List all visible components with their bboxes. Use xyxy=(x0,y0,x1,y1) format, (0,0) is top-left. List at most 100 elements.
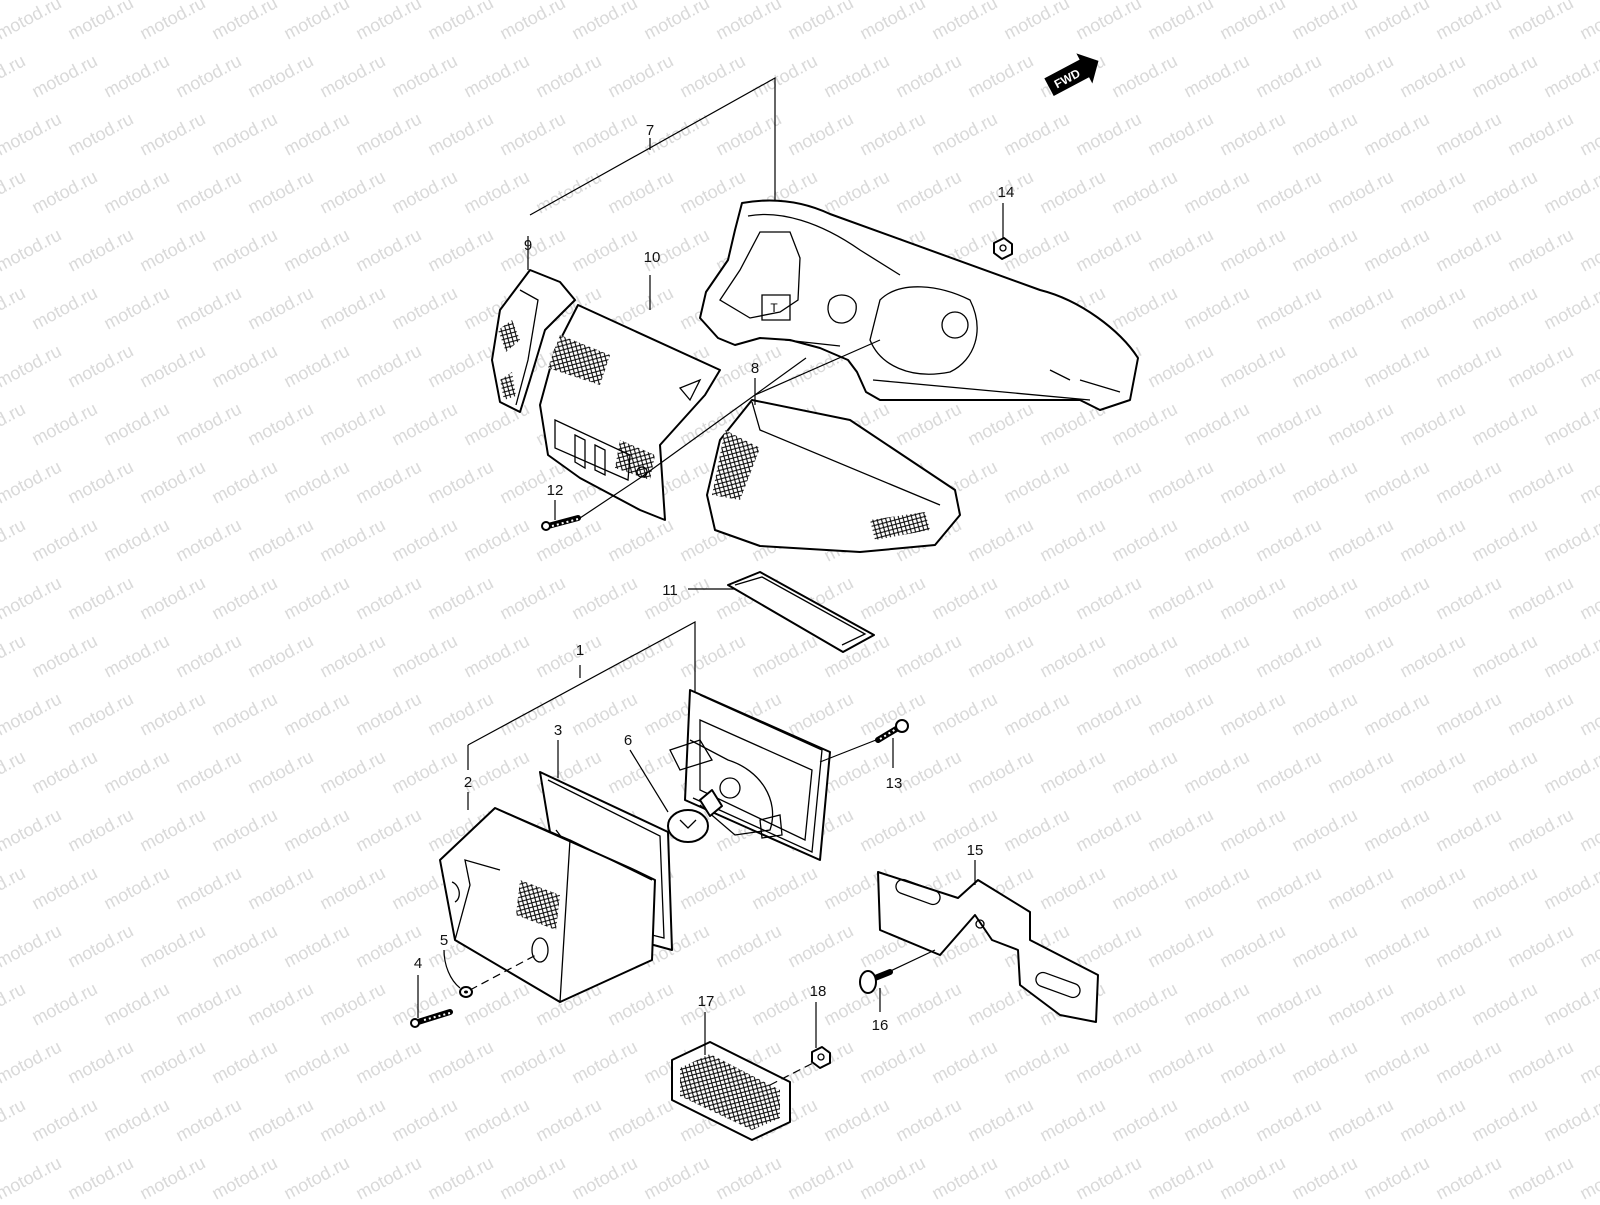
watermark-text: motod.ru xyxy=(1540,283,1600,334)
watermark-text: motod.ru xyxy=(1180,283,1252,334)
watermark-text: motod.ru xyxy=(748,51,820,102)
watermark-text: motod.ru xyxy=(0,457,65,508)
watermark-text: motod.ru xyxy=(1432,1037,1504,1088)
watermark-text: motod.ru xyxy=(0,747,29,798)
callout-1: 1 xyxy=(576,642,584,659)
watermark-text: motod.ru xyxy=(1576,805,1600,856)
watermark-text: motod.ru xyxy=(0,573,65,624)
watermark-text: motod.ru xyxy=(892,167,964,218)
watermark-text: motod.ru xyxy=(0,341,65,392)
watermark-text: motod.ru xyxy=(1000,573,1072,624)
watermark-text: motod.ru xyxy=(1216,805,1288,856)
watermark-text: motod.ru xyxy=(280,0,352,44)
watermark-text: motod.ru xyxy=(1108,1095,1180,1146)
watermark-text: motod.ru xyxy=(460,979,532,1030)
watermark-text: motod.ru xyxy=(1360,341,1432,392)
watermark-text: motod.ru xyxy=(388,1095,460,1146)
watermark-text: motod.ru xyxy=(892,51,964,102)
watermark-text: motod.ru xyxy=(1360,225,1432,276)
watermark-text: motod.ru xyxy=(712,0,784,44)
watermark-text: motod.ru xyxy=(0,283,29,334)
watermark-text: motod.ru xyxy=(352,109,424,160)
watermark-text: motod.ru xyxy=(28,399,100,450)
washer-part-5 xyxy=(459,986,473,998)
watermark-text: motod.ru xyxy=(28,631,100,682)
watermark-text: motod.ru xyxy=(1396,51,1468,102)
watermark-text: motod.ru xyxy=(1468,747,1540,798)
watermark-text: motod.ru xyxy=(1144,109,1216,160)
watermark-text: motod.ru xyxy=(388,631,460,682)
watermark-text: motod.ru xyxy=(1216,341,1288,392)
watermark-text: motod.ru xyxy=(1576,1153,1600,1200)
watermark-text: motod.ru xyxy=(856,1153,928,1200)
watermark-text: motod.ru xyxy=(964,1095,1036,1146)
watermark-text: motod.ru xyxy=(820,1095,892,1146)
watermark-text: motod.ru xyxy=(1324,747,1396,798)
watermark-text: motod.ru xyxy=(1576,1037,1600,1088)
watermark-text: motod.ru xyxy=(424,0,496,44)
watermark-text: motod.ru xyxy=(1108,979,1180,1030)
watermark-text: motod.ru xyxy=(1252,399,1324,450)
watermark-text: motod.ru xyxy=(784,921,856,972)
watermark-text: motod.ru xyxy=(676,167,748,218)
watermark-text: motod.ru xyxy=(856,1037,928,1088)
watermark-text: motod.ru xyxy=(136,341,208,392)
watermark-text: motod.ru xyxy=(316,863,388,914)
watermark-text: motod.ru xyxy=(1468,1095,1540,1146)
watermark-text: motod.ru xyxy=(784,1153,856,1200)
watermark-text: motod.ru xyxy=(1396,631,1468,682)
watermark-text: motod.ru xyxy=(784,109,856,160)
watermark-text: motod.ru xyxy=(1576,573,1600,624)
callout-8: 8 xyxy=(751,360,759,377)
watermark-text: motod.ru xyxy=(1540,51,1600,102)
watermark-text: motod.ru xyxy=(244,979,316,1030)
watermark-text: motod.ru xyxy=(172,631,244,682)
watermark-text: motod.ru xyxy=(28,167,100,218)
watermark-text: motod.ru xyxy=(1108,399,1180,450)
watermark-text: motod.ru xyxy=(244,399,316,450)
watermark-text: motod.ru xyxy=(928,1153,1000,1200)
watermark-text: motod.ru xyxy=(1432,457,1504,508)
callout-4: 4 xyxy=(414,955,422,972)
watermark-text: motod.ru xyxy=(1036,167,1108,218)
callout-15: 15 xyxy=(967,842,984,859)
callout-5: 5 xyxy=(440,932,448,949)
watermark-text: motod.ru xyxy=(1072,109,1144,160)
watermark-text: motod.ru xyxy=(1432,573,1504,624)
watermark-text: motod.ru xyxy=(712,921,784,972)
nut-part-18 xyxy=(811,1046,831,1069)
watermark-text: motod.ru xyxy=(496,0,568,44)
watermark-text: motod.ru xyxy=(1144,225,1216,276)
watermark-text: motod.ru xyxy=(352,457,424,508)
watermark-text: motod.ru xyxy=(316,283,388,334)
watermark-text: motod.ru xyxy=(964,399,1036,450)
watermark-text: motod.ru xyxy=(100,1095,172,1146)
watermark-text: motod.ru xyxy=(316,631,388,682)
watermark-text: motod.ru xyxy=(1252,515,1324,566)
watermark-text: motod.ru xyxy=(100,167,172,218)
watermark-text: motod.ru xyxy=(748,863,820,914)
watermark-text: motod.ru xyxy=(1144,0,1216,44)
watermark-text: motod.ru xyxy=(352,573,424,624)
watermark-text: motod.ru xyxy=(1504,1037,1576,1088)
watermark-text: motod.ru xyxy=(172,863,244,914)
watermark-text: motod.ru xyxy=(244,515,316,566)
watermark-text: motod.ru xyxy=(1432,0,1504,44)
watermark-text: motod.ru xyxy=(136,109,208,160)
watermark-text: motod.ru xyxy=(316,515,388,566)
watermark-text: motod.ru xyxy=(1576,341,1600,392)
watermark-text: motod.ru xyxy=(352,1037,424,1088)
watermark-text: motod.ru xyxy=(1072,225,1144,276)
watermark-text: motod.ru xyxy=(100,979,172,1030)
watermark-text: motod.ru xyxy=(1144,921,1216,972)
watermark-text: motod.ru xyxy=(496,573,568,624)
watermark-text: motod.ru xyxy=(460,515,532,566)
watermark-text: motod.ru xyxy=(1072,805,1144,856)
watermark-text: motod.ru xyxy=(1360,805,1432,856)
watermark-text: motod.ru xyxy=(172,51,244,102)
watermark-text: motod.ru xyxy=(928,1037,1000,1088)
watermark-text: motod.ru xyxy=(136,0,208,44)
watermark-text: motod.ru xyxy=(928,0,1000,44)
watermark-text: motod.ru xyxy=(1144,1037,1216,1088)
watermark-text: motod.ru xyxy=(1108,51,1180,102)
